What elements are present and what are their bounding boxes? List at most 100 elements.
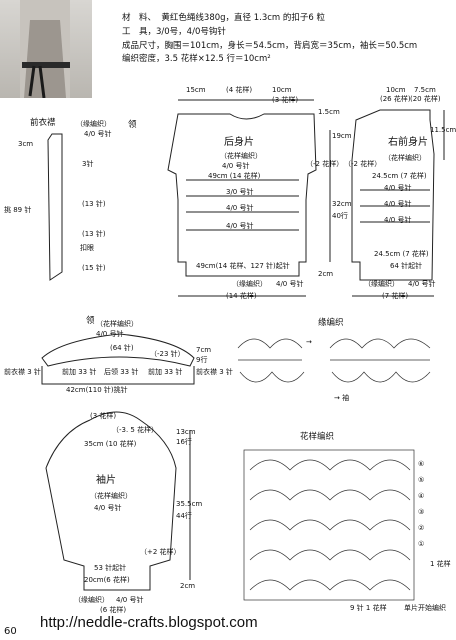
- stitch-row-1: ①: [418, 540, 425, 548]
- edge-chart-arrow: → 袖: [334, 394, 350, 402]
- rf-pattern: （花样编织）: [384, 154, 426, 162]
- back-cast-on: 49cm(14 花样、127 针)起针: [196, 262, 290, 270]
- stitch-row-4: ④: [418, 492, 425, 500]
- back-edge-hook: 4/0 号针: [276, 280, 304, 288]
- back-body-rows: 40行: [332, 212, 348, 220]
- sleeve-h2: 2cm: [180, 582, 196, 590]
- tools-line: 工 具，3/0号，4/0号钩针: [122, 27, 226, 37]
- stitch-chart-glyphs: [243, 449, 415, 601]
- rf-width10: 10cm: [386, 86, 406, 94]
- band-st13b: (13 针): [82, 230, 106, 238]
- rf-st26: (26 花样): [380, 95, 411, 103]
- collar-title: 领: [86, 316, 95, 326]
- rf-width245: 24.5cm (7 花样): [372, 172, 427, 180]
- collar-h9: 9行: [196, 356, 208, 364]
- band-width: 3cm: [18, 140, 34, 148]
- rf-bottom: (7 花样): [382, 292, 409, 300]
- edging-chart-glyphs: [237, 338, 431, 383]
- stitch-row-2: ②: [418, 524, 425, 532]
- size-line: 成品尺寸，胸围＝101cm，身长＝54.5cm，背肩宽＝35cm，袖长＝50.5…: [122, 41, 418, 51]
- stitch-row-6: ⑥: [418, 460, 425, 468]
- rf-cast-st: 64 针起针: [390, 262, 423, 270]
- source-url[interactable]: http://neddle-crafts.blogspot.com: [40, 614, 258, 631]
- sleeve-pattern: （花样编织）: [90, 492, 132, 500]
- rf-hook: 4/0 号针: [384, 184, 412, 192]
- sleeve-top: (3 花样): [90, 412, 117, 420]
- band-st15: (15 针): [82, 264, 106, 272]
- sleeve-title: 袖片: [96, 475, 116, 486]
- band-pick: 挑 89 针: [4, 206, 32, 214]
- collar-front-a: 前加 33 针: [62, 368, 97, 376]
- rf-cast: 24.5cm (7 花样): [374, 250, 429, 258]
- sleeve-edge: （缘编织）: [74, 596, 109, 604]
- model-photo: [0, 0, 92, 98]
- band-buttonhole: 扣眼: [80, 244, 94, 252]
- back-bust: 49cm (14 花样): [208, 172, 261, 180]
- rf-width75: 7.5cm: [414, 86, 436, 94]
- rf-st20: (20 花样): [410, 95, 441, 103]
- collar-pattern: （花样编织）: [96, 320, 138, 328]
- sleeve-h13: 13cm: [176, 428, 196, 436]
- page-number: 60: [4, 626, 17, 637]
- sleeve-h16: 16行: [176, 438, 192, 446]
- stitch-chart-title: 花样编织: [300, 432, 335, 442]
- back-body-length: 32cm: [332, 200, 352, 208]
- band-st3: 3针: [82, 160, 94, 168]
- collar-right-band: 前衣襟 3 针: [196, 368, 233, 376]
- back-shoulder-width: 10cm: [272, 86, 292, 94]
- sleeve-length: 35.5cm: [176, 500, 203, 508]
- collar-hook: 4/0 号针: [96, 330, 124, 338]
- back-bottom-stitches: (14 花样): [226, 292, 257, 300]
- back-neck-width: 15cm: [186, 86, 206, 94]
- back-shoulder-stitches: (3 花样): [272, 96, 299, 104]
- band-hook: 4/0 号针: [84, 130, 112, 138]
- stitch-begin: 单片开始编织: [404, 604, 446, 612]
- back-armhole-height: 19cm: [332, 132, 352, 140]
- sleeve-cast: 53 针起针: [94, 564, 127, 572]
- stitch-repeat: 1 花样: [430, 560, 451, 568]
- sleeve-hook: 4/0 号针: [94, 504, 122, 512]
- collar-back: 后领 33 针: [104, 368, 139, 376]
- back-edge: （缘编织）: [232, 280, 267, 288]
- collar-dec: （-23 针）: [150, 350, 185, 358]
- edge-chart-title: 缘编织: [318, 318, 344, 328]
- back-hook-row2: 3/0 号针: [226, 188, 254, 196]
- rf-edge-hook: 4/0 号针: [408, 280, 436, 288]
- rf-decrease: （-2 花样）: [344, 160, 382, 168]
- back-neck-stitches: (4 花样): [226, 86, 253, 94]
- sleeve-edge-hook: 4/0 号针: [116, 596, 144, 604]
- rf-hook2: 4/0 号针: [384, 200, 412, 208]
- sleeve-inc: （+2 花样）: [140, 548, 181, 556]
- rf-title: 右前身片: [388, 137, 428, 148]
- collar-h7: 7cm: [196, 346, 212, 354]
- rf-hook3: 4/0 号针: [384, 216, 412, 224]
- gauge-line: 编织密度，3.5 花样×12.5 行＝10cm²: [122, 54, 271, 64]
- back-neck-height: 1.5cm: [318, 108, 340, 116]
- back-edge-height: 2cm: [318, 270, 334, 278]
- band-sub: （缘编织）: [76, 120, 111, 128]
- back-title: 后身片: [224, 137, 254, 148]
- materials-line: 材 料、 黄红色绳线380g，直径 1.3cm 的扣子6 粒: [122, 13, 326, 23]
- back-hook: 4/0 号针: [222, 162, 250, 170]
- sleeve-rows: 44行: [176, 512, 192, 520]
- sleeve-width: 35cm (10 花样): [84, 440, 137, 448]
- collar-total: 42cm(110 针)挑针: [66, 386, 128, 394]
- sleeve-cuff: 20cm(6 花样): [84, 576, 130, 584]
- rf-edge: （缘编织）: [364, 280, 399, 288]
- stitch-row-3: ③: [418, 508, 425, 516]
- back-decrease: （-2 花样）: [306, 160, 344, 168]
- sleeve-cap-dec: （-3. 5 花样）: [112, 426, 159, 434]
- stitch-start: 9 针 1 花样: [350, 604, 387, 612]
- band-title: 前衣襟: [30, 118, 56, 128]
- rf-height115: 11.5cm: [430, 126, 456, 134]
- edge-chart-arrow2: →: [306, 338, 312, 346]
- collar-st64: (64 针): [110, 344, 134, 352]
- collar-front-c: 前加 33 针: [148, 368, 183, 376]
- band-collar-lead: 领: [128, 120, 137, 130]
- back-hook-row4: 4/0 号针: [226, 222, 254, 230]
- model-photo-figure: [20, 0, 70, 98]
- back-pattern: （花样编织）: [220, 152, 262, 160]
- band-st13a: (13 针): [82, 200, 106, 208]
- sleeve-bottom: (6 花样): [100, 606, 127, 614]
